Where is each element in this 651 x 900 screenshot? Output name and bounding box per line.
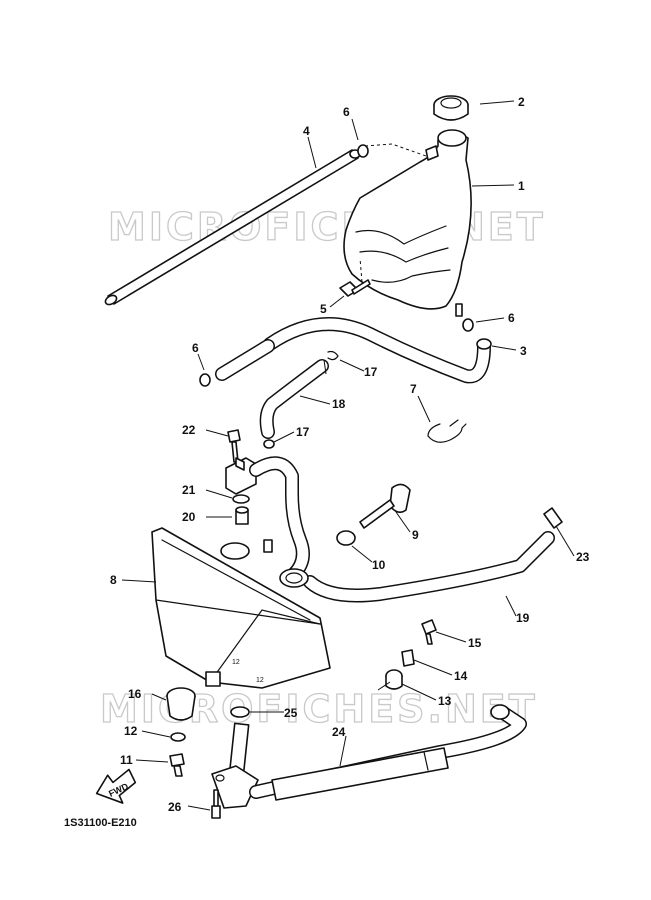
callout-22: 22 bbox=[182, 423, 196, 437]
part-3-hose bbox=[263, 317, 492, 384]
callout-25: 25 bbox=[284, 706, 298, 720]
part-17-clip-upper bbox=[327, 350, 339, 361]
leader-lines bbox=[121, 100, 575, 811]
tank-mark-right: 12 bbox=[256, 677, 264, 684]
part-2-cap bbox=[433, 95, 469, 121]
connector-5-to-1 bbox=[359, 257, 363, 283]
callout-4: 4 bbox=[303, 124, 310, 138]
part-6-clip-left bbox=[199, 373, 211, 387]
part-16-drain-plug bbox=[166, 687, 196, 721]
callout-17-upper: 17 bbox=[364, 365, 378, 379]
callout-15: 15 bbox=[468, 636, 482, 650]
part-7-clamp bbox=[427, 419, 467, 443]
watermark-bottom: MICROFICHES.NET bbox=[100, 687, 538, 731]
callout-6-upper: 6 bbox=[343, 105, 350, 119]
part-1-oil-reservoir bbox=[343, 129, 472, 317]
part-8-oil-tank: 12 12 bbox=[151, 527, 331, 689]
callout-3: 3 bbox=[520, 344, 527, 358]
callout-7: 7 bbox=[410, 382, 417, 396]
callout-26: 26 bbox=[168, 800, 182, 814]
part-11-bolt bbox=[169, 753, 185, 777]
callout-6-left: 6 bbox=[192, 341, 199, 355]
callout-20: 20 bbox=[182, 510, 196, 524]
part-strainer bbox=[211, 722, 259, 809]
callout-17-lower: 17 bbox=[296, 425, 310, 439]
part-14-fitting bbox=[401, 649, 415, 667]
part-hose-short bbox=[215, 339, 275, 381]
callout-14: 14 bbox=[454, 669, 468, 683]
callout-18: 18 bbox=[332, 397, 346, 411]
part-26-bolt bbox=[211, 789, 221, 819]
callout-5: 5 bbox=[320, 302, 327, 316]
part-21-o-ring bbox=[232, 494, 250, 504]
part-24-oil-line bbox=[249, 704, 527, 801]
callout-8: 8 bbox=[110, 573, 117, 587]
part-12-washer bbox=[170, 732, 186, 742]
part-22-bolt bbox=[227, 429, 241, 463]
fwd-arrow-icon: FWD bbox=[95, 768, 137, 804]
callout-21: 21 bbox=[182, 483, 196, 497]
tank-mark-left: 12 bbox=[232, 659, 240, 666]
part-17-clip-lower bbox=[263, 439, 275, 449]
part-13-grommet bbox=[385, 669, 403, 690]
callout-13: 13 bbox=[438, 694, 452, 708]
callout-1: 1 bbox=[518, 179, 525, 193]
callout-23: 23 bbox=[576, 550, 590, 564]
part-15-bolt bbox=[421, 619, 437, 645]
part-9-plug bbox=[359, 483, 411, 529]
part-25-o-ring bbox=[230, 706, 250, 718]
callout-6-right: 6 bbox=[508, 311, 515, 325]
part-6-clip-upper bbox=[357, 144, 369, 158]
connector-4-to-1 bbox=[364, 143, 427, 157]
part-10-o-ring bbox=[336, 530, 356, 546]
callout-16: 16 bbox=[128, 687, 142, 701]
callout-2: 2 bbox=[518, 95, 525, 109]
part-5-bolt bbox=[339, 279, 371, 297]
part-18-hose bbox=[259, 359, 329, 439]
callout-11: 11 bbox=[120, 753, 133, 767]
callout-9: 9 bbox=[412, 528, 419, 542]
callout-10: 10 bbox=[372, 558, 386, 572]
part-20-collar bbox=[235, 506, 249, 525]
part-19-pipe bbox=[303, 531, 555, 603]
part-bracket bbox=[225, 457, 257, 495]
callout-19: 19 bbox=[516, 611, 530, 625]
part-4-breather-pipe bbox=[104, 149, 361, 306]
part-6-clip-right bbox=[462, 318, 474, 332]
callout-24: 24 bbox=[332, 725, 346, 739]
diagram-code: 1S31100-E210 bbox=[64, 817, 137, 829]
part-feed-hose bbox=[249, 456, 310, 581]
callout-12: 12 bbox=[124, 724, 138, 738]
callout-labels: 1 2 3 4 5 6 6 7 8 9 10 11 12 13 14 15 16… bbox=[110, 95, 590, 814]
part-23-fitting bbox=[543, 507, 563, 529]
watermark-top: MICROFICHES.NET bbox=[108, 205, 546, 249]
